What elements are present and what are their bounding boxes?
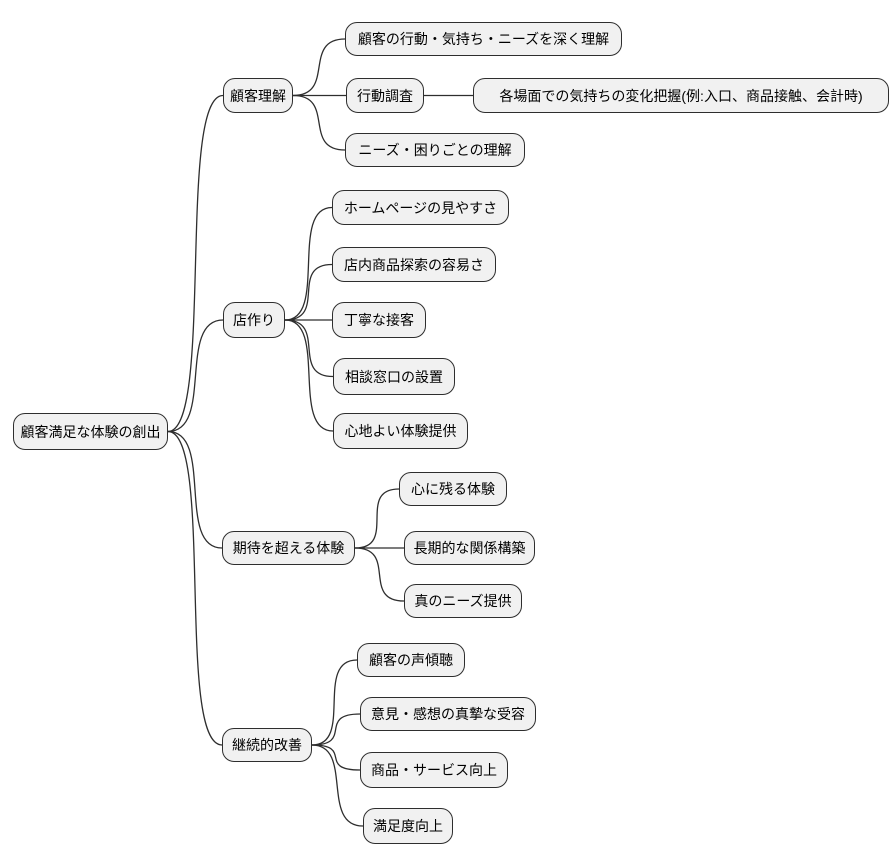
edge-root-continuous-improvement — [167, 430, 223, 746]
edge-store-comfortable-experience — [284, 319, 334, 432]
node-polite-customer-service: 丁寧な接客 — [332, 302, 426, 338]
node-behavior-survey: 行動調査 — [346, 78, 424, 113]
edge-root-exceed-expectations — [167, 430, 223, 549]
edge-root-store-building — [167, 319, 224, 433]
node-instore-product-search: 店内商品探索の容易さ — [332, 247, 496, 282]
edge-improve-satisfaction — [311, 744, 364, 827]
node-satisfaction-improvement: 満足度向上 — [363, 808, 453, 844]
node-customer-understanding: 顧客理解 — [223, 78, 293, 113]
edge-understanding-needs-troubles — [292, 94, 346, 151]
node-deep-understanding: 顧客の行動・気持ち・ニーズを深く理解 — [345, 22, 622, 56]
edge-understanding-deep-understanding — [292, 38, 346, 97]
edge-improve-accept-feedback — [311, 713, 361, 746]
node-longterm-relationship: 長期的な関係構築 — [404, 531, 535, 565]
node-scene-feeling-changes: 各場面での気持ちの変化把握(例:入口、商品接触、会計時) — [473, 78, 889, 113]
node-comfortable-experience: 心地よい体験提供 — [333, 413, 468, 449]
edge-store-homepage — [284, 206, 333, 321]
edge-improve-product-service — [311, 744, 361, 771]
node-store-building: 店作り — [223, 302, 285, 338]
node-memorable-experience: 心に残る体験 — [399, 472, 507, 506]
node-product-service-improvement: 商品・サービス向上 — [360, 752, 508, 788]
edge-store-product-search — [284, 263, 333, 321]
edge-improve-listen-voice — [311, 659, 358, 746]
node-root-customer-satisfaction-experience: 顧客満足な体験の創出 — [13, 413, 168, 450]
node-sincere-feedback-acceptance: 意見・感想の真摯な受容 — [360, 697, 536, 731]
node-true-needs-provision: 真のニーズ提供 — [404, 584, 522, 618]
node-listen-customer-voice: 顧客の声傾聴 — [357, 643, 465, 677]
node-consultation-desk: 相談窓口の設置 — [333, 358, 455, 395]
node-continuous-improvement: 継続的改善 — [222, 728, 312, 762]
edge-root-customer-understanding — [167, 94, 224, 433]
node-needs-troubles-understanding: ニーズ・困りごとの理解 — [345, 133, 525, 167]
edge-store-consultation-desk — [284, 319, 334, 378]
edge-exceed-true-needs — [354, 547, 405, 602]
edge-exceed-memorable-experience — [354, 488, 400, 549]
node-homepage-readability: ホームページの見やすさ — [332, 190, 509, 225]
node-exceed-expectations: 期待を超える体験 — [222, 531, 355, 565]
